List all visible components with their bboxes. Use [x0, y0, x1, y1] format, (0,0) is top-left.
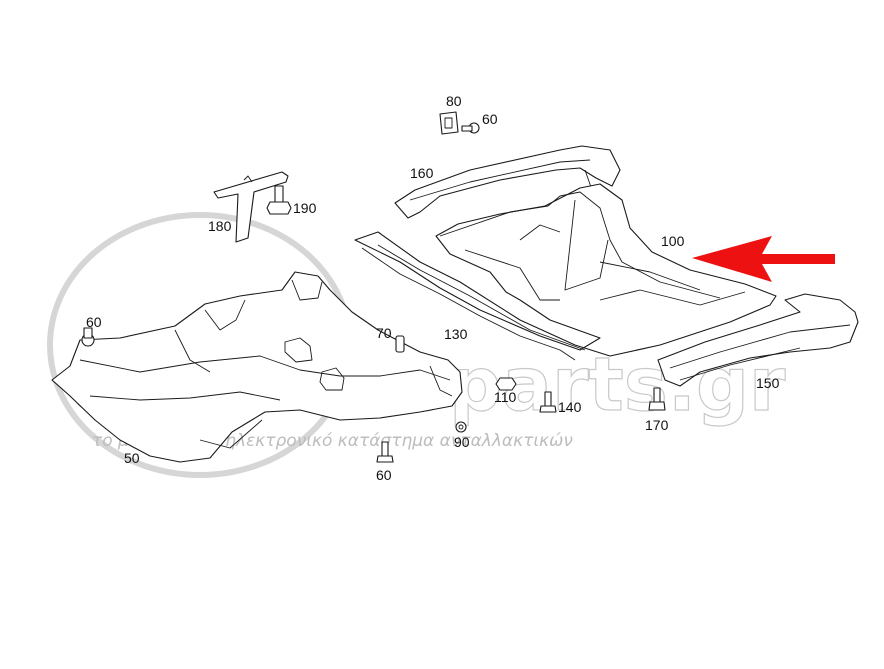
label-60-top: 60	[482, 111, 498, 127]
fastener-110-nut[interactable]	[495, 377, 517, 391]
label-190: 190	[293, 200, 317, 216]
label-60-left: 60	[86, 314, 102, 330]
fastener-60-bottom[interactable]	[376, 441, 394, 463]
fastener-190[interactable]	[266, 185, 292, 215]
red-arrow-icon	[692, 236, 835, 282]
label-110: 110	[494, 389, 517, 405]
fastener-60-left[interactable]	[81, 327, 95, 347]
fastener-90-washer[interactable]	[455, 421, 467, 433]
part-150-rear-shield[interactable]	[657, 293, 859, 387]
label-60-bottom: 60	[376, 467, 392, 483]
label-160: 160	[410, 165, 434, 181]
highlight-arrow	[692, 236, 835, 282]
label-80: 80	[446, 93, 462, 109]
label-130: 130	[444, 326, 468, 342]
label-150: 150	[756, 375, 780, 391]
fastener-60-top[interactable]	[461, 122, 480, 134]
part-50-front-subframe[interactable]	[51, 271, 463, 463]
part-130-side-strip[interactable]	[361, 247, 576, 361]
fastener-80-clip[interactable]	[439, 111, 459, 135]
label-100: 100	[661, 233, 685, 249]
part-labels: 80 60 160 190 180 100 60 70 130 110 140 …	[86, 93, 780, 483]
fastener-70[interactable]	[395, 335, 405, 353]
label-170: 170	[645, 417, 669, 433]
fastener-170-bolt[interactable]	[648, 387, 666, 411]
label-50: 50	[124, 450, 140, 466]
label-90: 90	[454, 434, 470, 450]
label-70: 70	[376, 325, 392, 341]
label-180: 180	[208, 218, 232, 234]
part-180-bracket[interactable]	[213, 171, 289, 243]
part-100-underbody-panel[interactable]	[354, 183, 777, 357]
fastener-140-bolt[interactable]	[539, 391, 557, 413]
label-140: 140	[558, 399, 582, 415]
